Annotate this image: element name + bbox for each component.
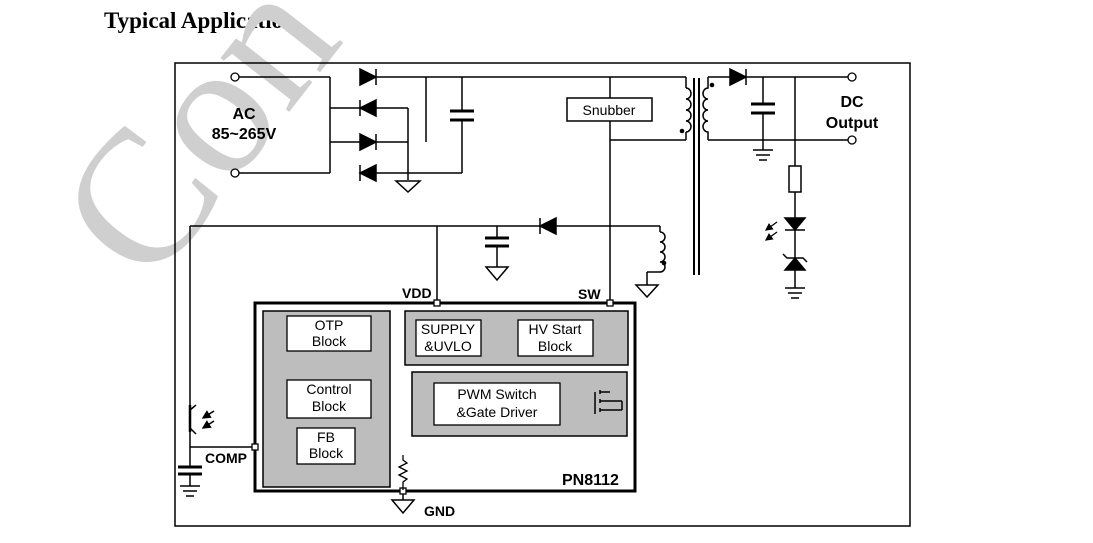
zener-diode	[782, 253, 808, 271]
comp-capacitor	[178, 465, 202, 476]
dc-terminal-top	[847, 72, 857, 82]
dc-label: DC	[840, 94, 864, 111]
sense-resistor	[397, 455, 409, 490]
supply-uvlo-block	[415, 319, 482, 357]
diagram-frame	[174, 62, 911, 527]
page-title: Typical Application	[104, 8, 296, 33]
aux-diode	[538, 216, 557, 236]
fb-block	[296, 427, 356, 465]
ac-label: AC	[232, 106, 256, 123]
comp-label: COMP	[205, 450, 247, 466]
control-block	[286, 379, 372, 419]
control-label-2: Block	[312, 398, 347, 414]
winding-dot	[679, 128, 685, 134]
opto-transistor	[188, 404, 215, 435]
gnd-label: GND	[424, 503, 455, 519]
ic-pins	[251, 299, 614, 495]
fb-label-2: Block	[309, 445, 344, 461]
ac-terminal-bottom	[230, 168, 240, 178]
ac-range-label: 85~265V	[212, 126, 277, 143]
otp-label-1: OTP	[315, 317, 344, 333]
supply-label-2: &UVLO	[424, 338, 472, 354]
output-diode	[729, 67, 748, 87]
snubber-block	[566, 97, 653, 122]
hvstart-label-1: HV Start	[529, 321, 582, 337]
control-label-1: Control	[306, 381, 351, 397]
output-capacitor	[751, 102, 775, 115]
vdd-label: VDD	[402, 285, 432, 301]
hv-start-block	[517, 319, 594, 357]
pwm-label-2: &Gate Driver	[457, 404, 538, 420]
power-mosfet	[594, 390, 623, 414]
bridge-rectifier	[358, 67, 378, 183]
opto-led	[783, 217, 807, 232]
fb-label-1: FB	[317, 429, 335, 445]
supply-label-1: SUPPLY	[421, 321, 476, 337]
part-number: PN8112	[562, 472, 619, 489]
feedback-resistor	[788, 165, 802, 193]
ground-symbols	[180, 149, 805, 515]
led-emission	[764, 221, 778, 241]
pwm-label-1: PWM Switch	[457, 386, 536, 402]
sw-label: SW	[578, 286, 601, 302]
snubber-label: Snubber	[583, 102, 636, 118]
dc-terminal-bottom	[847, 135, 857, 145]
bulk-capacitor	[450, 109, 474, 122]
output-label: Output	[826, 115, 879, 132]
transformer	[659, 77, 709, 273]
hvstart-label-2: Block	[538, 338, 573, 354]
ac-terminal-top	[230, 72, 240, 82]
vdd-capacitor	[485, 236, 509, 248]
winding-dot	[709, 82, 715, 88]
otp-block	[286, 315, 372, 352]
winding-dot	[661, 260, 667, 266]
otp-label-2: Block	[312, 333, 347, 349]
watermark: Con	[18, 0, 378, 316]
pwm-driver-block	[433, 382, 561, 426]
